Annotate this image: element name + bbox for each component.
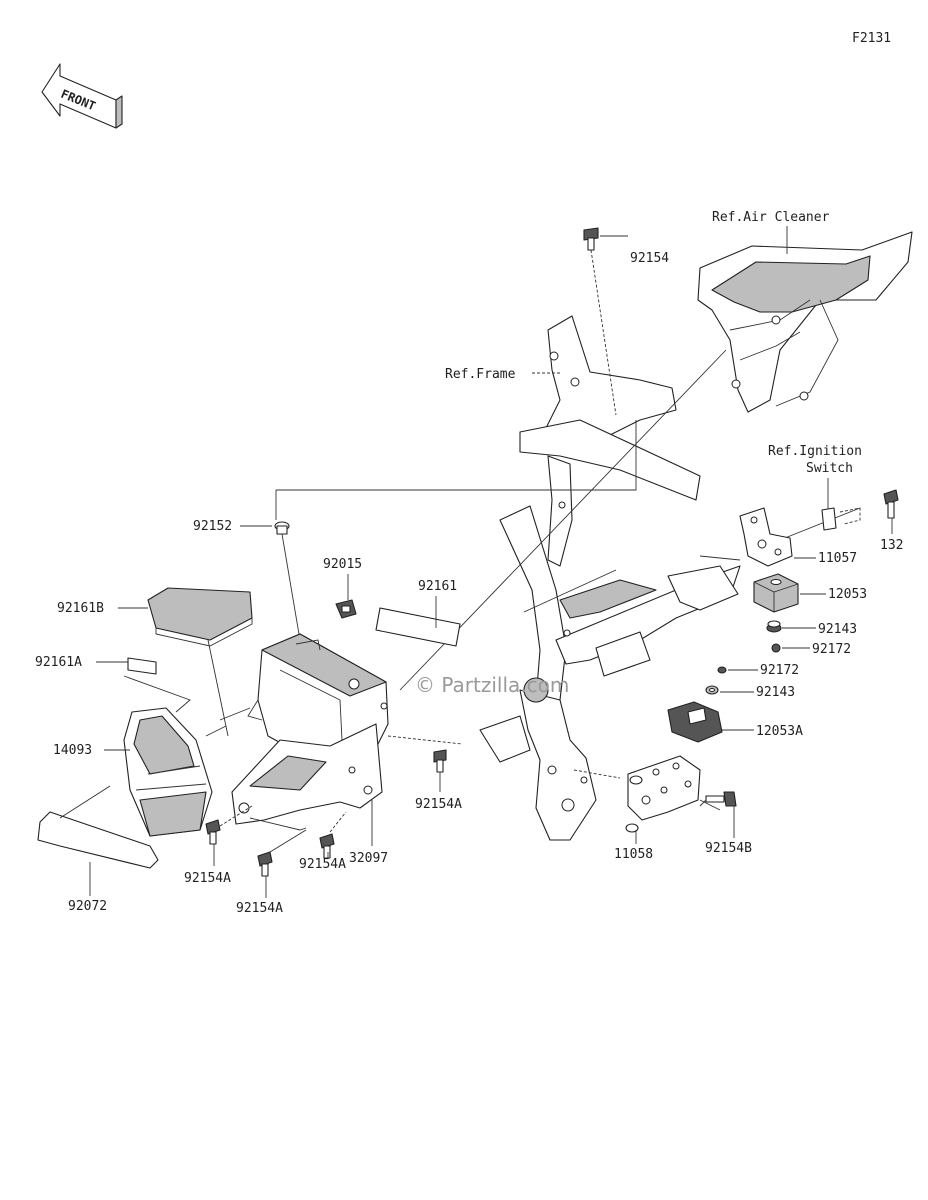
bracket-32097 xyxy=(231,723,383,825)
label-92143-1: 92143 xyxy=(818,622,857,637)
figure-code: F2131 xyxy=(852,31,891,46)
label-12053A: 12053A xyxy=(756,724,803,739)
pad-92161A xyxy=(127,657,157,675)
frame-part xyxy=(479,315,741,841)
cover-14093 xyxy=(123,707,213,837)
bolt-92154-top xyxy=(583,227,599,251)
label-92172-2: 92172 xyxy=(760,663,799,678)
label-92172-1: 92172 xyxy=(812,642,851,657)
label-92015: 92015 xyxy=(323,557,362,572)
pad-92161B xyxy=(147,587,253,647)
watermark: © Partzilla.com xyxy=(415,673,569,697)
bracket-11058 xyxy=(625,755,701,833)
bolt-92154B xyxy=(705,791,737,807)
label-92152: 92152 xyxy=(193,519,232,534)
label-92154A-4: 92154A xyxy=(299,857,346,872)
ref-frame-label: Ref.Frame xyxy=(445,367,516,382)
grommet-92152 xyxy=(274,521,290,535)
clip-92015 xyxy=(335,599,357,619)
label-92154B: 92154B xyxy=(705,841,752,856)
strap-92072 xyxy=(37,811,159,869)
bolt-132 xyxy=(883,489,899,519)
ref-ignition-label-2: Switch xyxy=(806,461,853,476)
ref-air-cleaner-label: Ref.Air Cleaner xyxy=(712,210,830,225)
label-92143-2: 92143 xyxy=(756,685,795,700)
label-32097: 32097 xyxy=(349,851,388,866)
label-92154A-1: 92154A xyxy=(415,797,462,812)
label-92161B: 92161B xyxy=(57,601,104,616)
air-cleaner-part xyxy=(697,231,913,413)
ignition-switch-bracket xyxy=(821,507,837,531)
bolt-92154A-left xyxy=(205,819,221,845)
label-92154A-2: 92154A xyxy=(184,871,231,886)
bolt-92154A-middle xyxy=(319,833,335,859)
screw-92172-lower xyxy=(717,666,727,674)
label-14093: 14093 xyxy=(53,743,92,758)
label-92161: 92161 xyxy=(418,579,457,594)
label-11058: 11058 xyxy=(614,847,653,862)
pad-92161 xyxy=(375,607,461,647)
label-12053: 12053 xyxy=(828,587,867,602)
label-92154-top: 92154 xyxy=(630,251,669,266)
bolt-92154A-right xyxy=(433,749,447,773)
label-132: 132 xyxy=(880,538,903,553)
damper-12053A xyxy=(667,701,723,743)
label-92161A: 92161A xyxy=(35,655,82,670)
bracket-11057 xyxy=(739,507,793,567)
screw-92172-upper xyxy=(771,643,781,653)
label-92154A-3: 92154A xyxy=(236,901,283,916)
collar-92143-lower xyxy=(705,685,719,695)
bolt-92154A-bottom xyxy=(257,851,273,877)
front-arrow-icon: FRONT xyxy=(41,63,123,129)
label-11057: 11057 xyxy=(818,551,857,566)
ref-ignition-label-1: Ref.Ignition xyxy=(768,444,862,459)
damper-12053 xyxy=(753,573,799,613)
label-92072: 92072 xyxy=(68,899,107,914)
collar-92143-upper xyxy=(766,620,782,633)
